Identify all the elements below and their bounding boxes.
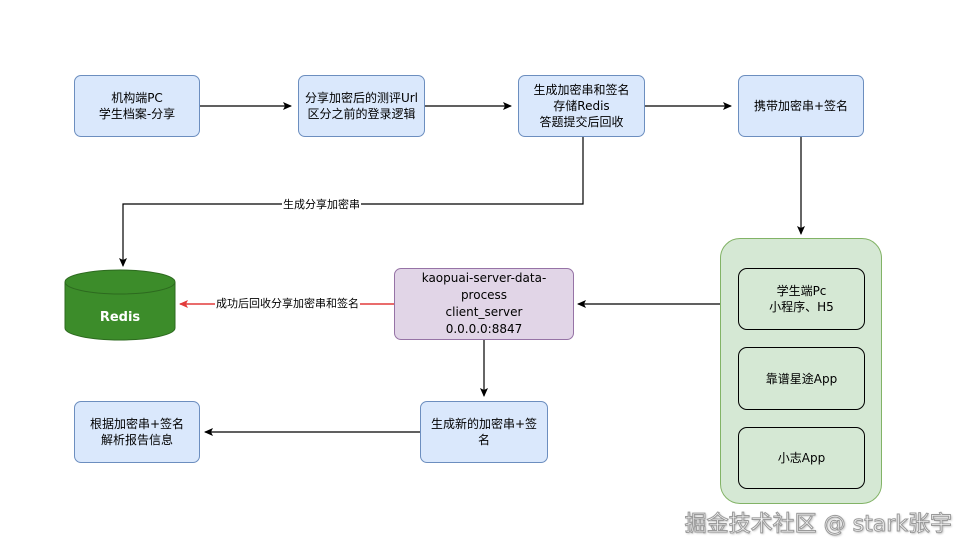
server-node: kaopuai-server-data-process client_serve… (394, 268, 574, 340)
edge-label-generate-share: 生成分享加密串 (282, 198, 361, 212)
student-client-node: 学生端Pc 小程序、H5 (738, 268, 865, 330)
edge-label-recycle: 成功后回收分享加密串和签名 (215, 297, 360, 311)
xiaozhi-app-node: 小志App (738, 427, 865, 489)
redis-label: Redis (99, 310, 141, 325)
watermark-text: 掘金技术社区 @ stark张宇 (684, 512, 952, 538)
new-sign-node: 生成新的加密串+签名 (420, 401, 548, 463)
redis-cylinder (64, 269, 176, 341)
parse-report-node: 根据加密串+签名 解析报告信息 (74, 401, 200, 463)
carry-sign-node: 携带加密串+签名 (738, 75, 864, 137)
generate-store-node: 生成加密串和签名 存储Redis 答题提交后回收 (518, 75, 645, 137)
share-url-node: 分享加密后的测评Url 区分之前的登录逻辑 (298, 75, 425, 137)
org-pc-share-node: 机构端PC 学生档案-分享 (74, 75, 200, 137)
kaopu-app-node: 靠谱星途App (738, 347, 865, 410)
